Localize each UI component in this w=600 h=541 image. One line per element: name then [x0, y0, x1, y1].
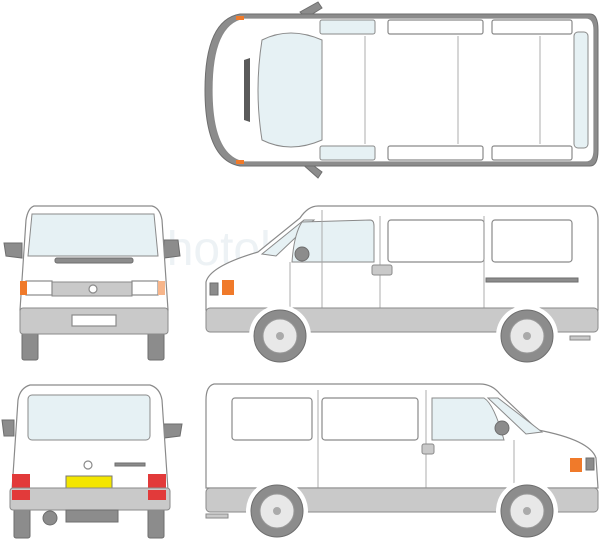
mirror-right [163, 239, 181, 259]
logo [83, 460, 93, 470]
license-plate [65, 475, 113, 489]
license-plate [71, 314, 117, 327]
side-window [319, 19, 376, 35]
grille [54, 257, 134, 264]
side-view-left [205, 205, 599, 367]
windshield [257, 32, 323, 148]
mirror-left [1, 419, 15, 437]
indicator [20, 281, 27, 295]
door-window [291, 219, 375, 263]
logo [88, 284, 98, 294]
mirror-left [3, 242, 23, 259]
side-window [231, 397, 313, 441]
top-view [204, 1, 599, 179]
door-handle [421, 443, 435, 455]
rear-view [1, 384, 183, 539]
front-wheel [500, 484, 554, 538]
windshield [486, 397, 544, 435]
door-handle [371, 264, 393, 276]
windshield [27, 213, 159, 257]
rear-wheel [500, 309, 554, 363]
front-view [3, 205, 181, 361]
front-wheel [253, 309, 307, 363]
tail-light [12, 474, 30, 488]
indicator [222, 280, 234, 295]
rear-wheel [250, 484, 304, 538]
bumper [9, 487, 171, 511]
side-view-right [205, 383, 599, 541]
rear-window [27, 394, 151, 441]
mirror-right [163, 423, 183, 439]
door-window [431, 397, 505, 441]
indicator [570, 458, 582, 472]
tow-hook [42, 510, 58, 526]
indicator [236, 16, 244, 20]
side-window [387, 219, 485, 263]
rear-window [573, 31, 589, 149]
